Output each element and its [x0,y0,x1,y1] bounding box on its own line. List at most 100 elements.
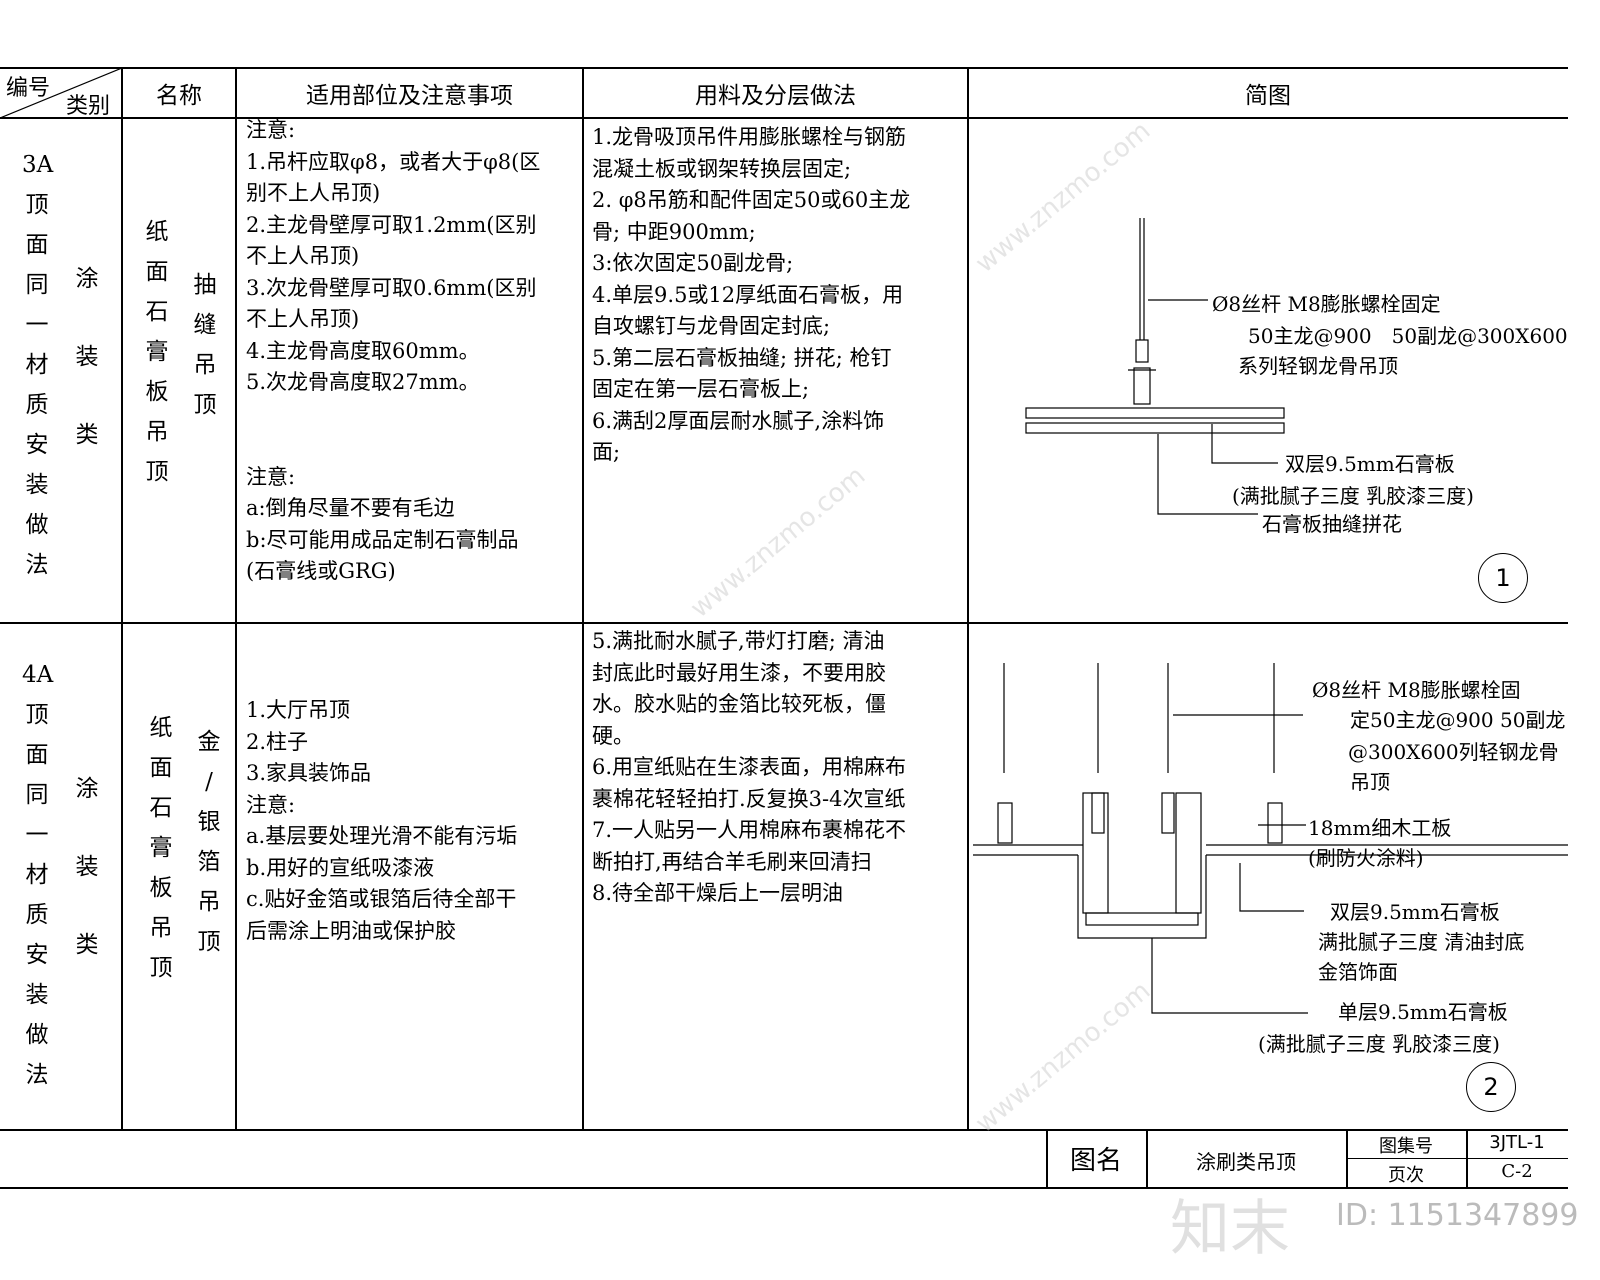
row-materials: 5.满批耐水腻子,带灯打磨; 清油 封底此时最好用生漆，不要用胶 水。胶水贴的金… [592,629,907,905]
vertical-char: 材 [25,352,49,378]
vertical-char: 法 [25,1062,49,1088]
detail-diagram-1 [1025,218,1285,515]
vertical-char: 顶 [145,459,169,485]
vertical-char: 吊 [145,419,169,445]
atlas-number: 3JTL-1 [1489,1132,1545,1153]
row-application: 1.大厅吊顶 2.柱子 3.家具装饰品 注意: a.基层要处理光滑不能有污垢 b… [246,698,518,943]
page-number: C-2 [1501,1161,1533,1182]
diagram-label: (刷防火涂料) [1308,846,1424,870]
diagram-label: 金箔饰面 [1318,960,1398,984]
vertical-char: 纸 [149,715,173,741]
vertical-char: 类 [75,932,99,958]
vertical-char: 做 [25,512,49,538]
vertical-char: 4A [22,662,54,688]
vertical-char: 抽 [193,272,217,298]
vertical-char: 板 [149,875,173,901]
row-category: 涂装类 [72,240,102,474]
row-name-suffix: 金 / 银箔吊顶 [194,722,224,962]
vertical-char: 一 [25,822,49,848]
row-name: 纸面石膏板吊顶 [142,212,172,492]
vertical-char: 做 [25,1022,49,1048]
vertical-char: 金 [197,729,221,755]
diagram-label: 定50主龙@900 50副龙 [1350,708,1566,732]
vertical-char: 装 [25,982,49,1008]
vertical-char: 法 [25,552,49,578]
title-label: 图名 [1069,1146,1122,1176]
vertical-char: 同 [25,272,49,298]
diagram-label: 单层9.5mm石膏板 [1338,1000,1508,1024]
diagram-label: (满批腻子三度 乳胶漆三度) [1232,484,1474,508]
vertical-char: / [205,769,213,795]
vertical-char: 箔 [197,849,221,875]
row-name-suffix: 抽缝吊顶 [190,265,220,425]
vertical-char: 顶 [197,929,221,955]
diagram-label: (满批腻子三度 乳胶漆三度) [1258,1032,1500,1056]
vertical-char: 面 [149,755,173,781]
vertical-char: 涂 [75,776,99,802]
vertical-char: 面 [145,259,169,285]
vertical-char: 石 [145,299,169,325]
vertical-char: 安 [25,432,49,458]
vertical-char: 纸 [145,219,169,245]
watermark-logo: 知末 [1170,1194,1290,1264]
header-application: 适用部位及注意事项 [306,83,513,109]
diagram-label: 50主龙@900 50副龙@300X600 [1248,324,1568,348]
diagram-label: 双层9.5mm石膏板 [1285,452,1455,476]
detail-number-badge: 1 [1478,553,1528,603]
diagram-label: 满批腻子三度 清油封底 [1318,930,1525,954]
vertical-char: 一 [25,312,49,338]
diagram-label: 系列轻钢龙骨吊顶 [1238,354,1398,378]
vertical-char: 3A [22,152,54,178]
diagram-label: Ø8丝杆 M8膨胀螺栓固定 [1212,292,1441,316]
detail-diagram-2 [973,663,1568,1014]
vertical-char: 同 [25,782,49,808]
header-materials: 用料及分层做法 [695,83,856,109]
atlas-label: 图集号 [1379,1136,1433,1157]
header-number: 编号 [6,76,51,101]
header-category: 类别 [66,94,111,119]
vertical-char: 装 [25,472,49,498]
vertical-char: 银 [197,809,221,835]
vertical-char: 面 [25,742,49,768]
detail-number-badge: 2 [1466,1062,1516,1112]
vertical-char: 顶 [149,955,173,981]
vertical-char: 装 [75,854,99,880]
row-materials: 1.龙骨吸顶吊件用膨胀螺栓与钢筋 混凝土板或钢架转换层固定; 2. φ8吊筋和配… [592,125,911,464]
vertical-char: 吊 [197,889,221,915]
vertical-char: 顶 [25,702,49,728]
diagram-label: @300X600列轻钢龙骨 [1348,740,1559,764]
vertical-char: 吊 [193,352,217,378]
drawing-title: 涂刷类吊顶 [1196,1150,1296,1174]
vertical-char: 类 [75,422,99,448]
diagram-label: 18mm细木工板 [1308,816,1452,840]
vertical-char: 顶 [25,192,49,218]
header-diagonal [0,68,122,118]
diagram-label: 吊顶 [1350,770,1390,794]
vertical-char: 面 [25,232,49,258]
vertical-char: 涂 [75,266,99,292]
vertical-char: 缝 [193,312,217,338]
vertical-char: 膏 [145,339,169,365]
vertical-char: 膏 [149,835,173,861]
vertical-char: 装 [75,344,99,370]
diagram-label: 石膏板抽缝拼花 [1262,512,1402,536]
diagram-label: Ø8丝杆 M8膨胀螺栓固 [1312,678,1521,702]
row-application: 注意: 1.吊杆应取φ8，或者大于φ8(区 别不上人吊顶) 2.主龙骨壁厚可取1… [246,118,541,583]
row-code: 3A 顶面同一材质安装做法 [22,145,54,585]
vertical-char: 吊 [149,915,173,941]
vertical-char: 质 [25,392,49,418]
diagram-label: 双层9.5mm石膏板 [1330,900,1500,924]
vertical-char: 板 [145,379,169,405]
watermark-site: www.znzmo.com [684,460,872,624]
header-name: 名称 [156,83,202,109]
vertical-char: 顶 [193,392,217,418]
page-label: 页次 [1388,1165,1424,1186]
vertical-char: 安 [25,942,49,968]
row-category: 涂装类 [72,750,102,984]
vertical-char: 质 [25,902,49,928]
row-code: 4A 顶面同一材质安装做法 [22,655,54,1095]
vertical-char: 石 [149,795,173,821]
row-name: 纸面石膏板吊顶 [146,708,176,988]
vertical-char: 材 [25,862,49,888]
watermark-id: ID: 1151347899 [1336,1198,1579,1233]
